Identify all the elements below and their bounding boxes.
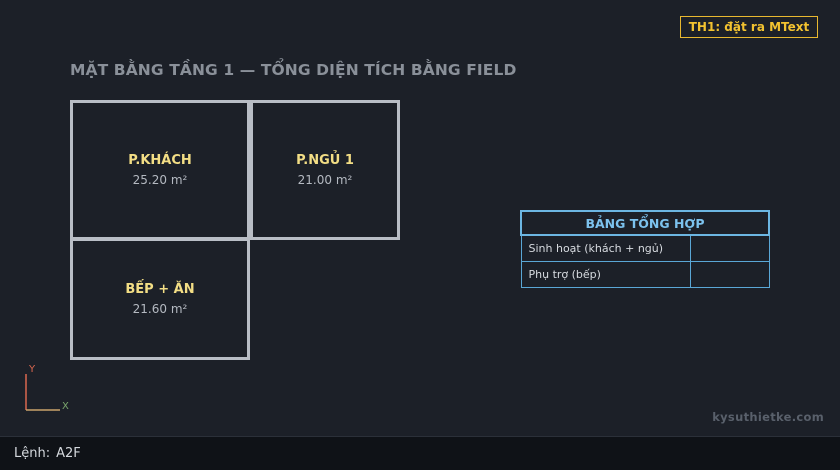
table-cell-label: Phụ trợ (bếp) [520,260,691,288]
summary-table[interactable]: BẢNG TỔNG HỢP Sinh hoạt (khách + ngủ) Ph… [520,210,770,288]
room-name: P.NGỦ 1 [296,153,354,168]
ucs-x-label: X [62,401,69,412]
command-input[interactable]: A2F [56,446,81,461]
table-row: Sinh hoạt (khách + ngủ) [520,234,770,262]
room-name: BẾP + ĂN [125,282,195,297]
room-area[interactable]: 25.20 m² [132,173,188,187]
watermark: kysuthietke.com [712,410,824,424]
room-living[interactable]: P.KHÁCH 25.20 m² [70,100,250,240]
table-row: Phụ trợ (bếp) [520,260,770,288]
command-prompt-label: Lệnh: [14,446,51,461]
table-cell-value[interactable] [689,234,770,262]
room-name: P.KHÁCH [128,153,192,168]
drawing-title: MẶT BẰNG TẦNG 1 — TỔNG DIỆN TÍCH BẰNG FI… [70,61,517,79]
mode-badge: TH1: đặt ra MText [680,16,818,38]
room-bedroom[interactable]: P.NGỦ 1 21.00 m² [250,100,400,240]
ucs-y-label: Y [29,364,36,375]
drawing-canvas[interactable]: TH1: đặt ra MText MẶT BẰNG TẦNG 1 — TỔNG… [0,0,840,436]
room-kitchen[interactable]: BẾP + ĂN 21.60 m² [70,238,250,360]
room-area[interactable]: 21.00 m² [297,173,353,187]
table-cell-value[interactable] [689,260,770,288]
summary-table-header: BẢNG TỔNG HỢP [520,210,770,236]
table-cell-label: Sinh hoạt (khách + ngủ) [520,234,691,262]
ucs-icon [25,374,60,411]
command-line[interactable]: Lệnh: A2F [0,436,840,470]
room-area[interactable]: 21.60 m² [132,302,188,316]
